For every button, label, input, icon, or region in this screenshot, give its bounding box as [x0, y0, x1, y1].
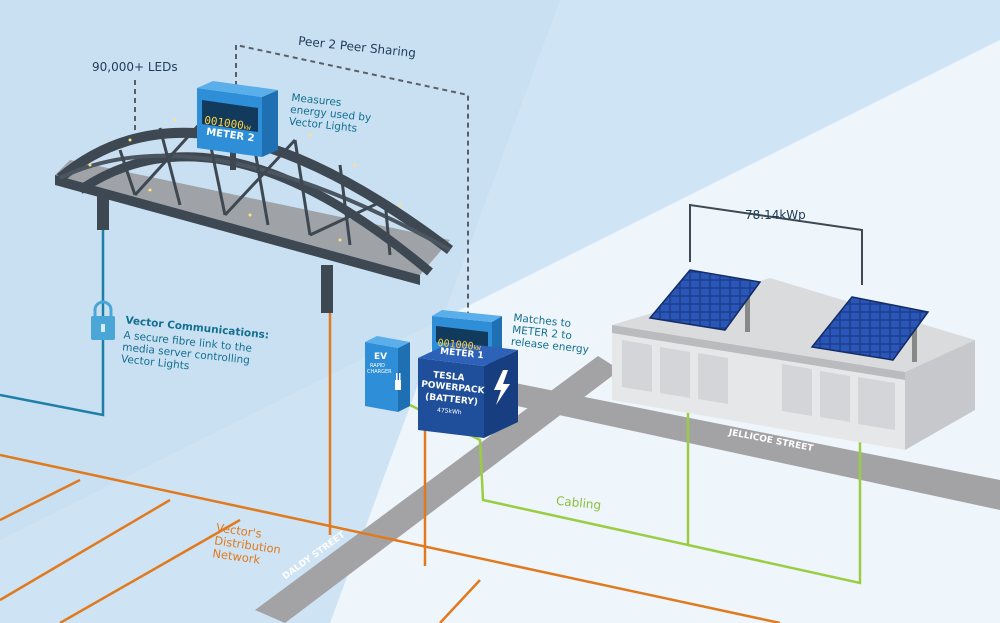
plug-icon: [395, 373, 401, 390]
peer-to-peer-dashed-line: [235, 43, 469, 315]
tesla-powerpack-battery: [418, 342, 518, 438]
meter-2-sign: [197, 81, 278, 170]
distribution-network-lines: [0, 300, 781, 623]
bridge: [55, 110, 454, 313]
solar-panel-right-icon: [810, 296, 930, 362]
lock-icon: [91, 300, 115, 340]
charger-line2: RAPID: [370, 363, 386, 369]
kwp-label: 78.14kWp: [745, 208, 806, 222]
solar-panel-left-icon: [648, 269, 762, 332]
comms-fibre-line: [0, 230, 105, 417]
lightning-icon: [494, 370, 510, 405]
jellicoe-street-road: [480, 380, 1000, 510]
ev-charger: [365, 336, 410, 412]
leds-label: 90,000+ LEDs: [92, 60, 178, 74]
charger-line1: EV: [374, 352, 388, 362]
kwp-bracket: [689, 203, 863, 285]
dalday-street-road: [255, 356, 620, 623]
charger-line3: CHARGER: [367, 369, 392, 375]
